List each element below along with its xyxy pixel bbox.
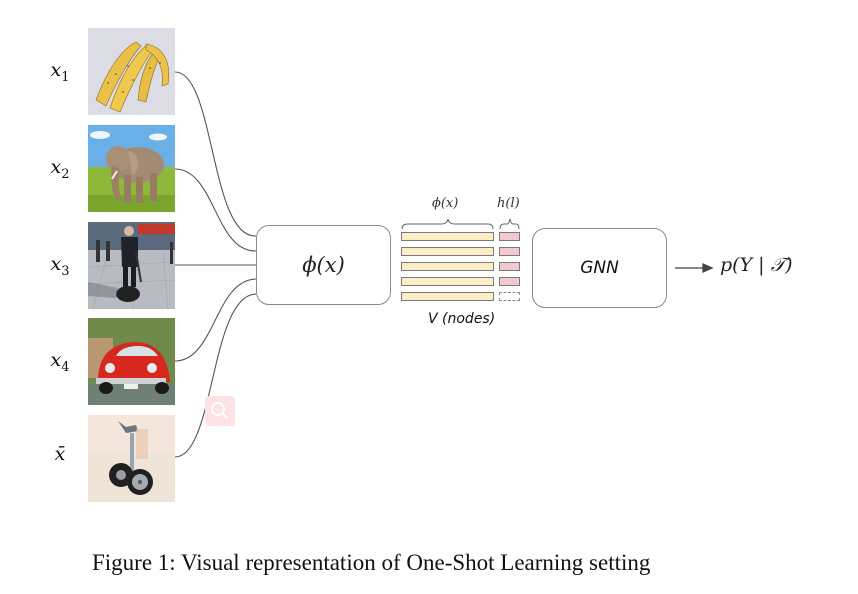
connector-x1 [174,71,257,237]
gnn-block-label: GNN [580,258,619,278]
node-label-cell [499,247,520,256]
feature-brace [401,218,494,230]
output-label: p(Y | 𝒯) [720,254,793,276]
var-subscript: 1 [61,69,70,85]
embedding-block: ϕ(x) [256,225,391,305]
image-bananas [88,28,175,115]
var-subscript: 2 [61,166,70,182]
image-red-car [88,318,175,405]
var-name: x [50,59,62,81]
input-label-x2: x2 [40,156,80,182]
connector-x2 [174,168,257,252]
input-label-x4: x4 [40,349,80,375]
var-subscript: 3 [61,263,70,279]
node-label-cell-unknown [499,292,520,301]
node-label-cell [499,262,520,271]
node-feature-row [401,262,494,271]
input-label-x1: x1 [40,59,80,85]
figure-caption: Figure 1: Visual representation of One-S… [92,550,651,575]
node-feature-row [401,232,494,241]
node-matrix-caption: V (nodes) [428,311,496,327]
connector-xbar [174,293,257,458]
search-watermark-icon [205,396,235,426]
input-label-xbar: x̄ [40,443,80,465]
output-arrow-head [702,262,714,274]
connector-x4 [174,278,257,362]
image-segway-rider [88,222,175,309]
feature-brace-label: ϕ(x) [432,196,459,211]
embedding-block-label: ϕ(x) [302,253,345,277]
image-elephant [88,125,175,212]
var-name: x̄ [54,443,66,465]
node-feature-row [401,292,494,301]
var-name: x [50,156,62,178]
var-subscript: 4 [61,359,70,375]
image-toy-segway [88,415,175,502]
input-label-x3: x3 [40,253,80,279]
var-name: x [50,253,62,275]
node-label-cell [499,277,520,286]
node-label-cell [499,232,520,241]
node-feature-row [401,277,494,286]
var-name: x [50,349,62,371]
gnn-block: GNN [532,228,667,308]
label-brace-label: h(l) [497,196,520,211]
node-feature-row [401,247,494,256]
label-brace [499,218,520,230]
